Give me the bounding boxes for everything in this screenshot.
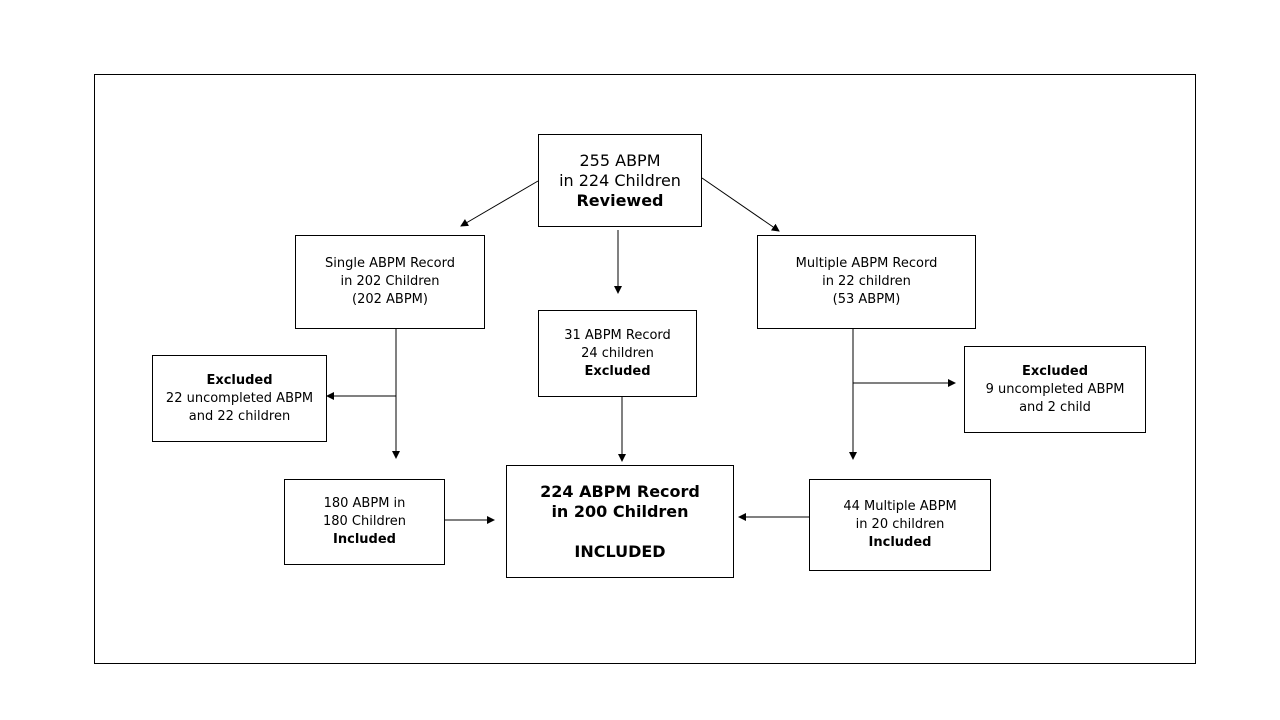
single-record-children: in 202 Children bbox=[340, 274, 440, 289]
multiple-record-abpm: (53 ABPM) bbox=[832, 292, 901, 307]
arrow-reviewed-to-multiple bbox=[701, 177, 780, 232]
single-record-box: Single ABPM Record in 202 Children (202 … bbox=[295, 235, 485, 329]
multiple-record-title: Multiple ABPM Record bbox=[795, 256, 938, 271]
excluded-left-abpm: 22 uncompleted ABPM bbox=[165, 390, 314, 406]
diagram-frame bbox=[94, 74, 1196, 664]
excluded-31-box: 31 ABPM Record 24 children Excluded bbox=[538, 310, 697, 397]
single-record-title: Single ABPM Record bbox=[324, 256, 455, 271]
multiple-record-box: Multiple ABPM Record in 22 children (53 … bbox=[757, 235, 976, 329]
arrow-reviewed-to-single bbox=[460, 180, 539, 227]
excluded-right-box: Excluded 9 uncompleted ABPM and 2 child bbox=[964, 346, 1146, 433]
included-44-label: Included bbox=[868, 535, 932, 550]
excluded-left-children: and 22 children bbox=[188, 408, 291, 424]
excluded-31-records: 31 ABPM Record bbox=[564, 327, 671, 343]
included-44-abpm: 44 Multiple ABPM bbox=[843, 499, 957, 514]
excluded-left-box: Excluded 22 uncompleted ABPM and 22 chil… bbox=[152, 355, 327, 442]
reviewed-children: in 224 Children bbox=[559, 170, 681, 190]
reviewed-label: Reviewed bbox=[576, 190, 664, 210]
reviewed-box: 255 ABPM in 224 Children Reviewed bbox=[538, 134, 702, 227]
excluded-left-label: Excluded bbox=[206, 372, 273, 388]
excluded-31-children: 24 children bbox=[581, 345, 654, 361]
excluded-31-label: Excluded bbox=[584, 363, 651, 379]
included-180-box: 180 ABPM in 180 Children Included bbox=[284, 479, 445, 565]
final-label: INCLUDED bbox=[574, 541, 666, 561]
reviewed-count: 255 ABPM bbox=[579, 150, 661, 170]
included-44-children: in 20 children bbox=[855, 517, 945, 532]
included-44-box: 44 Multiple ABPM in 20 children Included bbox=[809, 479, 991, 571]
included-180-abpm: 180 ABPM in bbox=[323, 496, 406, 511]
excluded-right-children: and 2 child bbox=[1019, 399, 1091, 415]
multiple-record-children: in 22 children bbox=[822, 274, 911, 289]
final-records: 224 ABPM Record bbox=[540, 481, 700, 501]
included-180-label: Included bbox=[333, 532, 396, 547]
final-children: in 200 Children bbox=[551, 501, 689, 521]
final-included-box: 224 ABPM Record in 200 Children INCLUDED bbox=[506, 465, 734, 578]
included-180-children: 180 Children bbox=[322, 514, 407, 529]
excluded-right-label: Excluded bbox=[1021, 363, 1089, 379]
excluded-right-abpm: 9 uncompleted ABPM bbox=[985, 381, 1125, 397]
single-record-abpm: (202 ABPM) bbox=[352, 292, 428, 307]
